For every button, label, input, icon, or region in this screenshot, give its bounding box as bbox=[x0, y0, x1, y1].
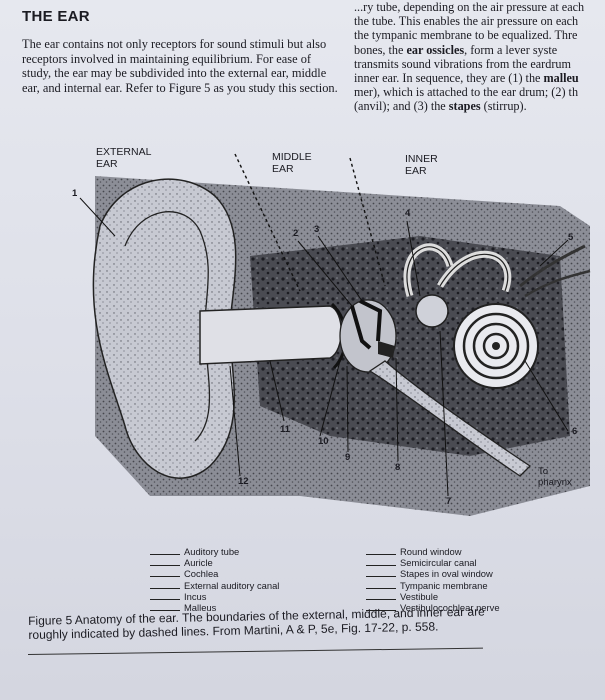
term-item: Tympanic membrane bbox=[366, 580, 500, 591]
right-line-7: mer), which is attached to the ear drum;… bbox=[354, 85, 579, 100]
label-middle-ear: MIDDLE EAR bbox=[272, 151, 312, 175]
right-column: ...ry tube, depending on the air pressur… bbox=[354, 0, 605, 114]
answer-blank[interactable] bbox=[150, 546, 180, 555]
figure-number-7: 7 bbox=[446, 496, 452, 507]
figure-number-6: 6 bbox=[572, 426, 578, 437]
intro-paragraph: The ear contains not only receptors for … bbox=[22, 37, 338, 95]
right-line-3: the tympanic membrane to be equalized. T… bbox=[354, 28, 578, 43]
left-column: THE EAR The ear contains not only recept… bbox=[22, 8, 342, 95]
term-item: Auricle bbox=[150, 557, 279, 568]
external-auditory-canal bbox=[199, 305, 342, 365]
answer-blank[interactable] bbox=[366, 546, 396, 555]
figure-number-4: 4 bbox=[405, 208, 411, 219]
answer-blank[interactable] bbox=[150, 602, 180, 611]
answer-blank[interactable] bbox=[366, 557, 396, 567]
term-item: Malleus bbox=[150, 602, 279, 613]
terms-right-list: Round window Semicircular canal Stapes i… bbox=[366, 546, 500, 613]
answer-blank[interactable] bbox=[366, 602, 396, 611]
ear-illustration bbox=[79, 153, 591, 516]
term-item: External auditory canal bbox=[150, 580, 279, 591]
right-line-5: transmits sound vibrations from the eard… bbox=[354, 56, 571, 71]
term-item: Stapes in oval window bbox=[366, 568, 500, 579]
boundary-middle-inner bbox=[349, 157, 386, 287]
to-pharynx-note: To pharynx bbox=[538, 466, 572, 488]
ear-anatomy-figure: EXTERNAL EAR MIDDLE EAR INNER EAR 1 2 3 … bbox=[0, 136, 605, 606]
term-item: Vestibule bbox=[366, 591, 500, 602]
answer-blank[interactable] bbox=[150, 557, 180, 567]
boundary-external-middle bbox=[234, 153, 301, 292]
stapes bbox=[378, 341, 395, 358]
term-item: Vestibulocochlear nerve bbox=[366, 602, 500, 613]
figure-number-12: 12 bbox=[238, 476, 249, 487]
answer-blank[interactable] bbox=[150, 580, 180, 589]
vestibulocochlear-nerve bbox=[519, 244, 586, 288]
temporal-bone bbox=[250, 236, 570, 456]
vestibule bbox=[415, 294, 449, 328]
answer-blank[interactable] bbox=[150, 591, 180, 600]
figure-number-9: 9 bbox=[345, 452, 351, 463]
caption-underline bbox=[28, 647, 483, 655]
terms-left-list: Auditory tube Auricle Cochlea External a… bbox=[150, 546, 279, 613]
label-inner-ear: INNER EAR bbox=[405, 153, 438, 177]
label-external-ear: EXTERNAL EAR bbox=[96, 146, 152, 170]
answer-blank[interactable] bbox=[366, 580, 396, 589]
malleus bbox=[350, 305, 372, 350]
figure-number-8: 8 bbox=[395, 462, 401, 473]
right-line-8: (anvil); and (3) the stapes (stirrup). bbox=[354, 99, 527, 114]
auditory-tube bbox=[368, 360, 532, 477]
answer-blank[interactable] bbox=[366, 568, 396, 578]
right-line-1: ...ry tube, depending on the air pressur… bbox=[354, 0, 585, 14]
semicircular-canal bbox=[406, 246, 451, 297]
incus bbox=[359, 299, 383, 342]
figure-number-3: 3 bbox=[314, 224, 320, 235]
right-line-2: the tube. This enables the air pressure … bbox=[354, 14, 579, 29]
section-title: THE EAR bbox=[22, 8, 90, 25]
figure-number-5: 5 bbox=[568, 232, 574, 243]
answer-blank[interactable] bbox=[366, 591, 396, 600]
figure-number-2: 2 bbox=[293, 228, 299, 239]
term-item: Incus bbox=[150, 591, 279, 602]
figure-number-10: 10 bbox=[318, 436, 329, 447]
figure-caption: Figure 5 Anatomy of the ear. The boundar… bbox=[28, 604, 485, 642]
figure-number-11: 11 bbox=[280, 424, 291, 435]
term-item: Round window bbox=[366, 546, 500, 557]
term-item: Cochlea bbox=[150, 568, 279, 579]
answer-blank[interactable] bbox=[150, 568, 180, 578]
right-line-6: inner ear. In sequence, they are (1) the… bbox=[354, 71, 579, 86]
cochlea bbox=[453, 303, 539, 389]
figure-number-1: 1 bbox=[72, 188, 78, 199]
right-line-4: bones, the ear ossicles, form a lever sy… bbox=[354, 42, 558, 57]
term-item: Semicircular canal bbox=[366, 557, 500, 568]
term-item: Auditory tube bbox=[150, 546, 279, 557]
